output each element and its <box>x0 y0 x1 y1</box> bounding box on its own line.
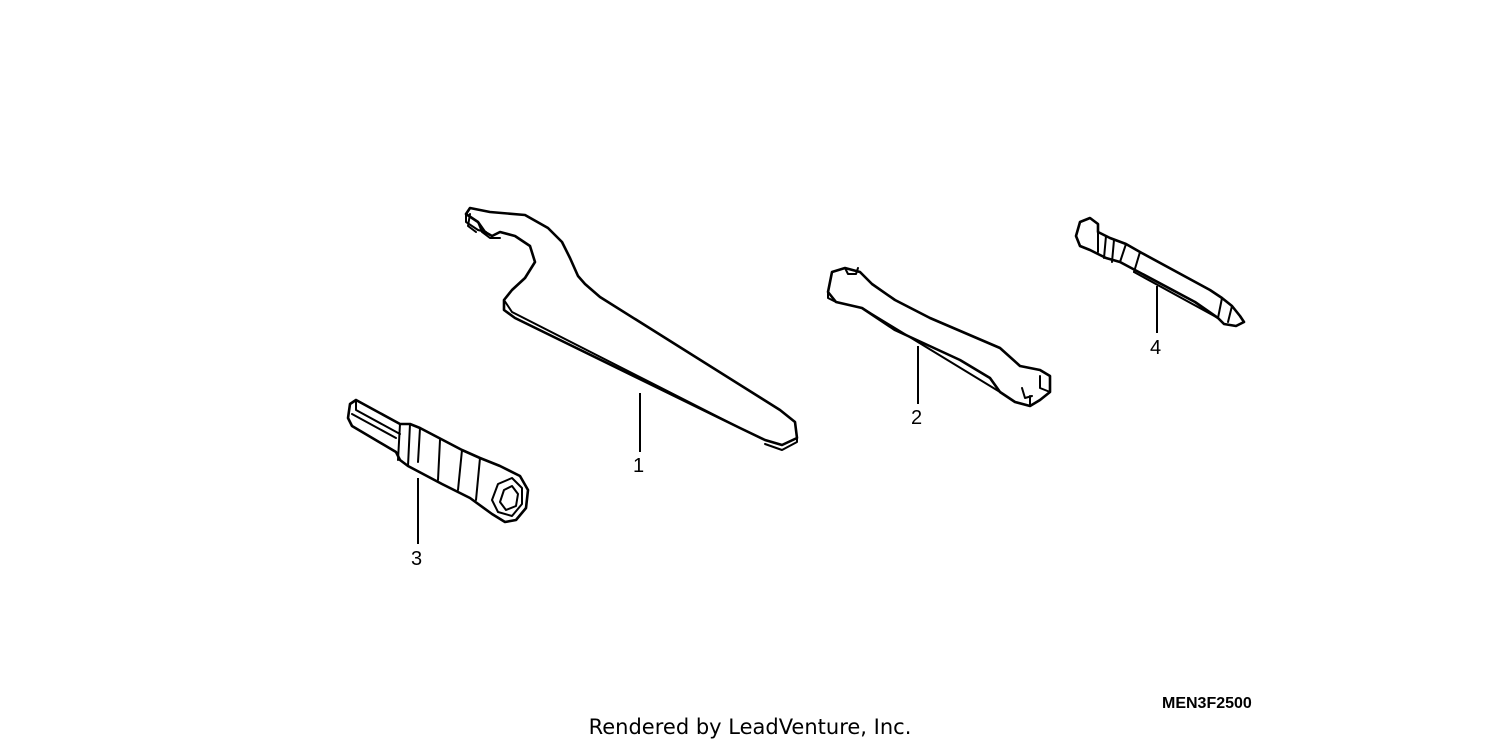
pin-spanner-wrench <box>464 206 799 451</box>
footer-credit: Rendered by LeadVenture, Inc. <box>588 715 912 739</box>
pin-tool <box>1074 216 1246 328</box>
diagram-part-code: MEN3F2500 <box>1162 695 1252 712</box>
open-end-wrench <box>826 266 1052 408</box>
callout-1: 1 <box>633 455 645 477</box>
callout-4: 4 <box>1150 337 1162 359</box>
callout-3: 3 <box>411 548 423 570</box>
callout-2: 2 <box>911 407 923 429</box>
socket-wrench <box>346 398 530 524</box>
